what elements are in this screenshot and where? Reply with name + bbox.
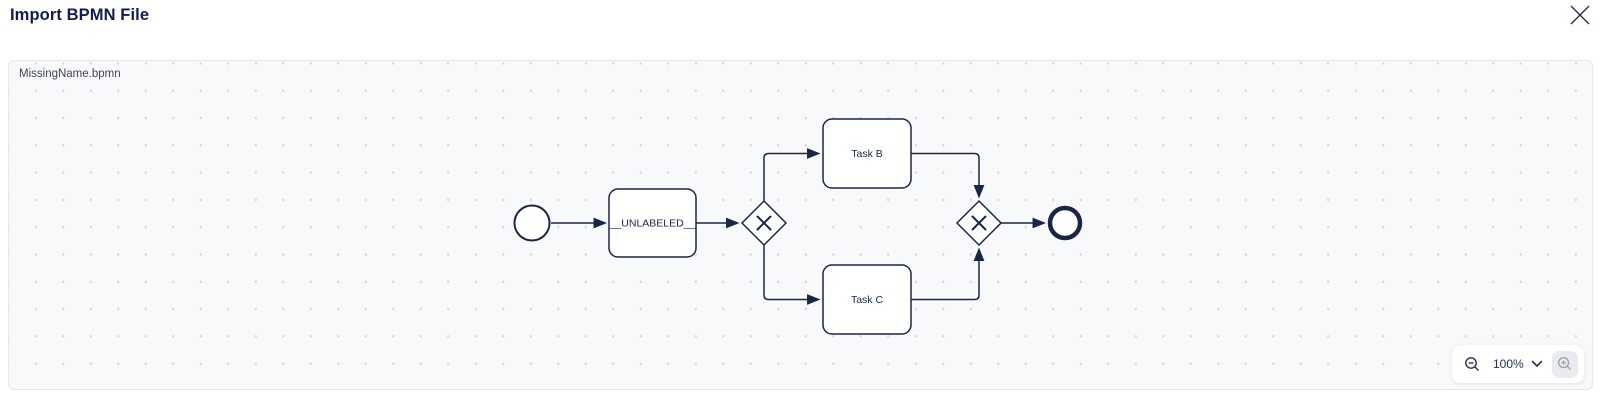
flow-gateway-split-to-task-b	[763, 148, 821, 201]
zoom-out-button[interactable]	[1464, 356, 1481, 373]
close-icon	[1570, 5, 1590, 25]
task-b-label: Task B	[851, 148, 883, 160]
bpmn-preview-canvas[interactable]: MissingName.bpmn __	[8, 60, 1593, 390]
task-unlabeled-label: __UNLABELED__	[609, 218, 696, 230]
start-event-shape[interactable]	[513, 204, 551, 242]
gateway-split-shape[interactable]	[740, 199, 788, 247]
task-b-shape[interactable]: Task B	[822, 118, 912, 189]
task-c-shape[interactable]: Task C	[822, 264, 912, 335]
zoom-level-select[interactable]: 100%	[1493, 357, 1543, 371]
task-unlabeled-shape[interactable]: __UNLABELED__	[608, 188, 697, 258]
task-c-label: Task C	[851, 294, 884, 306]
zoom-level-value: 100%	[1493, 357, 1524, 371]
xor-marker-icon	[971, 215, 987, 231]
bpmn-filename-label: MissingName.bpmn	[19, 68, 121, 80]
flow-gateway-split-to-task-c	[763, 245, 821, 305]
zoom-out-icon	[1465, 356, 1479, 371]
dialog-title: Import BPMN File	[10, 6, 150, 24]
xor-marker-icon	[756, 215, 772, 231]
zoom-in-button[interactable]	[1551, 350, 1578, 378]
gateway-join-shape[interactable]	[955, 199, 1003, 247]
flow-task-c-to-gateway-join	[911, 247, 985, 301]
chevron-down-icon	[1531, 360, 1543, 367]
close-button[interactable]	[1567, 2, 1593, 28]
zoom-controls: 100%	[1452, 345, 1584, 383]
end-event-shape[interactable]	[1047, 205, 1083, 241]
bpmn-diagram: __UNLABELED__ Task B Task C	[513, 118, 1083, 335]
zoom-in-icon	[1557, 357, 1571, 371]
flow-task-b-to-gateway-join	[911, 152, 985, 199]
